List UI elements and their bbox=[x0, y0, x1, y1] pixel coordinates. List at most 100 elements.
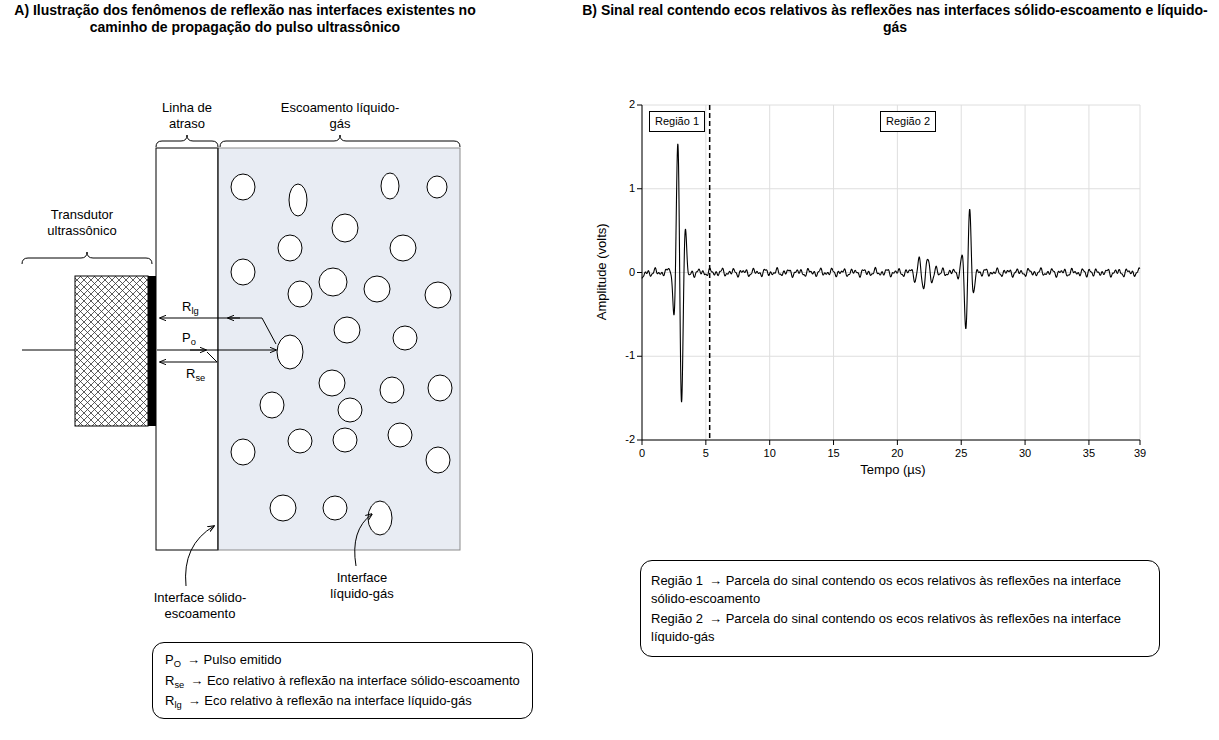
legend-row: Rse→ Eco relativo à reflexão na interfac… bbox=[165, 672, 520, 690]
gas-bubble bbox=[231, 174, 255, 200]
tick-mark bbox=[637, 105, 642, 106]
gas-bubble bbox=[338, 398, 362, 422]
tick-label: 0 bbox=[605, 266, 635, 279]
tick-label: 20 bbox=[882, 447, 912, 460]
text-label: Rse bbox=[186, 366, 216, 382]
panel-title: A) Ilustração dos fenômenos de reflexão … bbox=[10, 2, 480, 36]
gas-bubble bbox=[381, 173, 399, 199]
subscript: se bbox=[174, 679, 184, 689]
tick-mark bbox=[769, 440, 770, 445]
gas-bubble bbox=[231, 439, 255, 465]
tick-mark bbox=[637, 440, 642, 441]
gas-bubble bbox=[332, 214, 358, 242]
pulse-arrow-mid bbox=[190, 350, 206, 351]
tick-label: 35 bbox=[1074, 447, 1104, 460]
tick-label: -1 bbox=[605, 349, 635, 362]
echo-arrow-rse bbox=[160, 352, 217, 362]
legend-text: Região 1 bbox=[655, 115, 699, 127]
delay-line bbox=[156, 148, 218, 550]
subscript: lg bbox=[174, 700, 181, 710]
gas-bubble bbox=[319, 268, 347, 296]
gas-bubble bbox=[277, 335, 303, 369]
legend-text: → Eco relativo à reflexão na interface l… bbox=[188, 693, 472, 708]
gas-bubble bbox=[288, 281, 312, 307]
gas-bubble bbox=[388, 423, 412, 447]
gas-bubble bbox=[231, 259, 255, 285]
legend-text: → Eco relativo à reflexão na interface s… bbox=[190, 673, 520, 688]
leader-line bbox=[355, 514, 372, 566]
gas-bubble bbox=[427, 176, 447, 198]
gas-bubble bbox=[425, 282, 451, 308]
subscript: se bbox=[195, 373, 205, 383]
flow-region bbox=[218, 148, 460, 550]
subscript: o bbox=[191, 337, 196, 347]
legend-text: Região 2 bbox=[886, 115, 930, 127]
pulse-arrow bbox=[157, 350, 276, 351]
gas-bubble bbox=[319, 370, 345, 396]
transducer-body bbox=[75, 276, 148, 426]
bracket bbox=[22, 252, 152, 264]
legend-row: Rlg → Eco relativo à reflexão na interfac… bbox=[165, 692, 520, 710]
tick-mark bbox=[1140, 440, 1141, 445]
panel-title: B) Sinal real contendo ecos relativos às… bbox=[575, 2, 1215, 36]
grid-line bbox=[642, 356, 1140, 357]
legend-row: Região 2→ Parcela do sinal contendo os e… bbox=[651, 610, 1149, 645]
gas-bubble bbox=[390, 235, 416, 261]
grid-line bbox=[642, 440, 1140, 441]
legend-box: PO→ Pulso emitidoRse→ Eco relativo à ref… bbox=[152, 642, 533, 719]
solid-flow-interface bbox=[218, 148, 219, 550]
legend-key: Região 2 bbox=[651, 610, 703, 628]
tick-label: 1 bbox=[605, 182, 635, 195]
text-label: Interface sólido-escoamento bbox=[135, 590, 265, 621]
gas-bubble bbox=[260, 392, 284, 418]
text-label: Linha de atraso bbox=[147, 100, 227, 131]
gas-bubble bbox=[368, 501, 392, 535]
legend-text: → Pulso emitido bbox=[187, 652, 282, 667]
legend-key: Rlg bbox=[165, 692, 182, 710]
gas-bubble bbox=[364, 276, 390, 302]
tick-label: 5 bbox=[691, 447, 721, 460]
legend-row: PO→ Pulso emitido bbox=[165, 651, 520, 669]
tick-mark bbox=[833, 440, 834, 445]
text-label: Amplitude (volts) bbox=[594, 202, 610, 342]
tick-label: 30 bbox=[1010, 447, 1040, 460]
transducer-face bbox=[148, 276, 156, 426]
gas-bubble bbox=[323, 496, 347, 520]
gas-bubble bbox=[393, 326, 417, 350]
text-label: Rlg bbox=[182, 299, 212, 315]
signal-trace bbox=[642, 144, 1140, 402]
legend-key: Região 1 bbox=[651, 572, 703, 590]
gas-bubble bbox=[270, 495, 296, 521]
tick-label: 15 bbox=[819, 447, 849, 460]
gas-bubble bbox=[428, 375, 452, 401]
tick-label: 2 bbox=[605, 98, 635, 111]
bracket bbox=[220, 135, 460, 147]
tick-mark bbox=[1088, 440, 1089, 445]
grid-line bbox=[642, 188, 1140, 189]
region-box: Região 2 bbox=[880, 111, 936, 132]
gas-bubble bbox=[278, 235, 302, 261]
tick-mark bbox=[637, 356, 642, 357]
gas-bubble bbox=[288, 429, 312, 453]
x-axis bbox=[642, 440, 1140, 441]
leader-line bbox=[186, 526, 214, 586]
subscript: lg bbox=[191, 306, 198, 316]
tick-mark bbox=[1025, 440, 1026, 445]
grid-line bbox=[642, 105, 1140, 106]
text-label: Tempo (µs) bbox=[833, 462, 953, 478]
legend-text: → Parcela do sinal contendo os ecos rela… bbox=[651, 573, 1121, 606]
gas-bubble bbox=[380, 377, 404, 403]
legend-text: → Parcela do sinal contendo os ecos rela… bbox=[651, 611, 1121, 644]
subscript: O bbox=[174, 659, 181, 669]
gas-bubble bbox=[289, 184, 307, 216]
echo-arrow-rlg bbox=[160, 318, 276, 344]
text-label: Po bbox=[182, 330, 212, 346]
tick-mark bbox=[961, 440, 962, 445]
tick-mark bbox=[705, 440, 706, 445]
tick-label: -2 bbox=[605, 433, 635, 446]
bracket bbox=[156, 135, 218, 147]
gas-bubble bbox=[333, 428, 357, 452]
gas-bubble bbox=[334, 317, 360, 343]
tick-mark bbox=[642, 440, 643, 445]
